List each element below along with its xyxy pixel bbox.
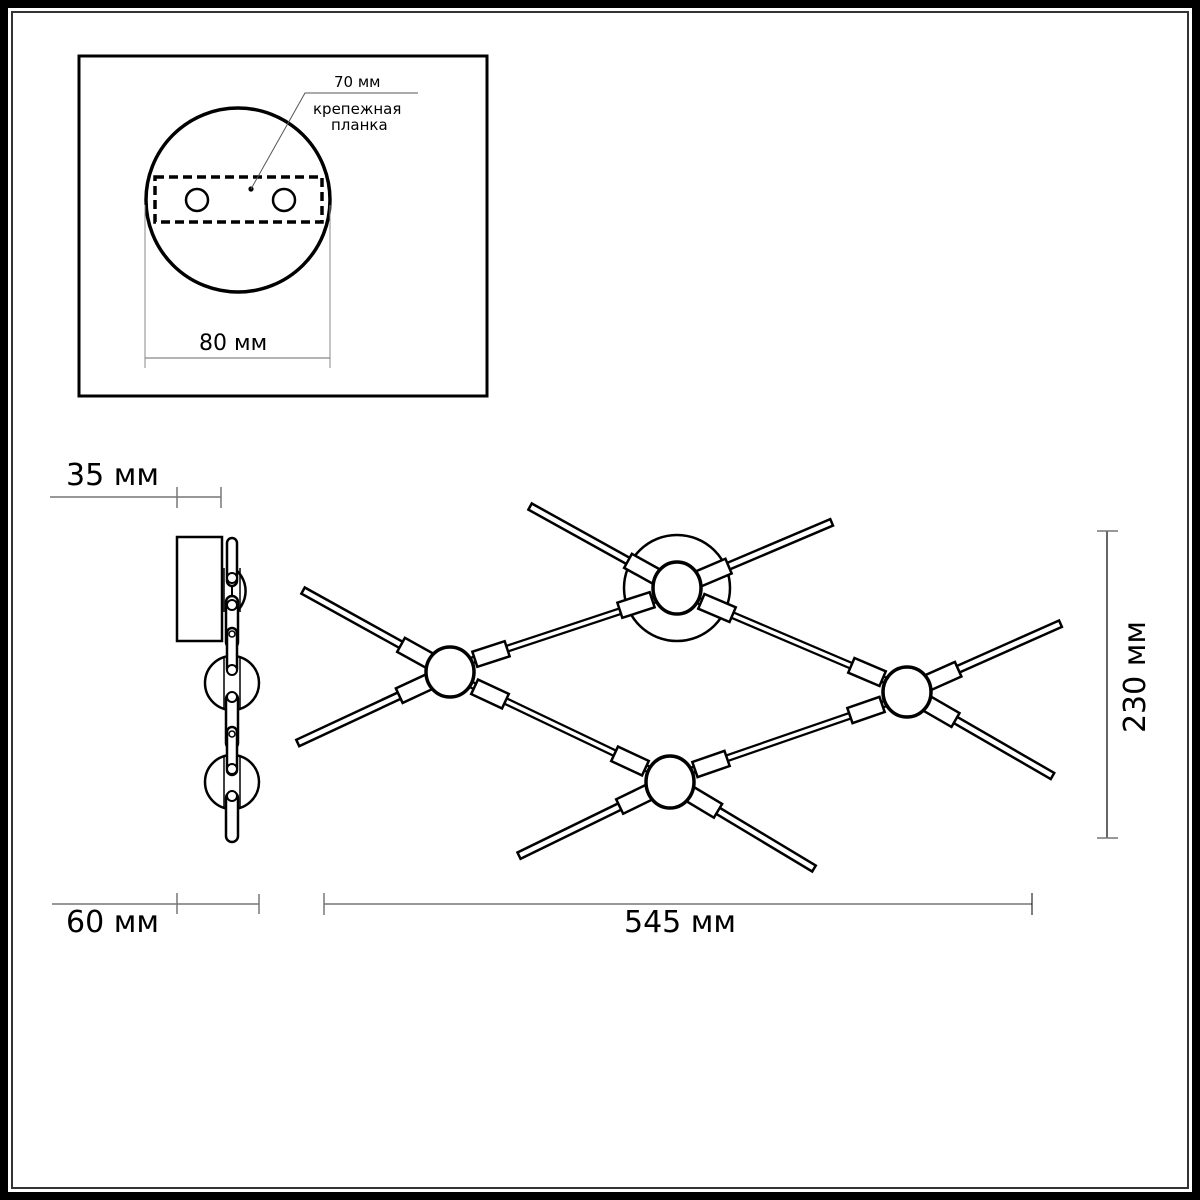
screw-hole-right	[271, 187, 297, 213]
arm	[917, 692, 1058, 785]
bracket-label-line1: крепежная	[313, 100, 402, 118]
depth-base-label: 35 мм	[66, 458, 159, 493]
hub-bottom	[644, 754, 696, 810]
hub-top	[651, 560, 703, 616]
mount-detail-inset	[77, 54, 489, 398]
width-label: 545 мм	[624, 905, 737, 940]
side-view	[50, 487, 261, 914]
leader-line	[250, 92, 418, 190]
side-joint	[226, 572, 238, 584]
arm	[524, 498, 667, 588]
plate-size-label: 70 мм	[334, 73, 381, 91]
arm	[680, 783, 820, 877]
hub-left	[424, 645, 476, 699]
arm	[514, 781, 659, 865]
arm	[293, 671, 439, 752]
front-view	[293, 498, 1118, 915]
side-base-block	[175, 535, 224, 643]
arm	[297, 582, 440, 672]
inner-frame-border	[11, 11, 1189, 1189]
diameter-label: 80 мм	[199, 331, 268, 356]
hub-right	[881, 665, 933, 719]
inset-box	[77, 54, 489, 398]
bracket-label-line2: планка	[331, 116, 388, 134]
arm	[918, 615, 1065, 694]
mounting-bracket-dashed	[153, 175, 324, 224]
height-label: 230 мм	[1118, 620, 1153, 734]
screw-hole-left	[184, 187, 210, 213]
depth-total-label: 60 мм	[66, 905, 159, 940]
canopy-circle	[144, 106, 332, 294]
